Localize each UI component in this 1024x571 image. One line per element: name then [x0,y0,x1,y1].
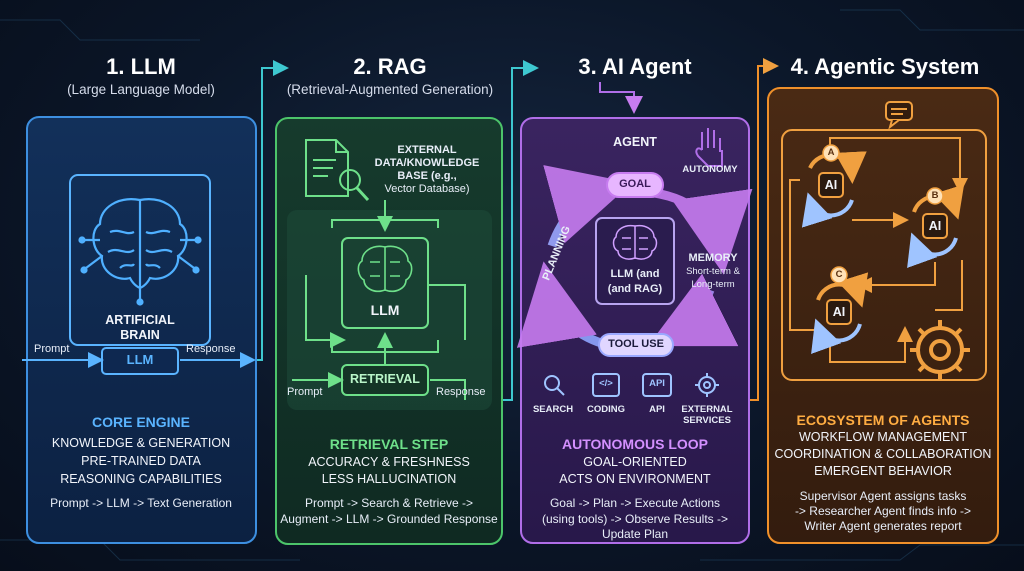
rag-response-arrow [430,379,466,400]
system-line-2: COORDINATION & COLLABORATION [774,447,992,461]
retrieval-label: RETRIEVAL [350,372,420,386]
goal-label: GOAL [619,178,651,190]
agent-a-letter: A [827,147,835,158]
kb-line-4: Vector Database) [384,183,470,195]
agent-title-arrow [599,82,643,114]
tool-label-coding: CODING [587,404,625,415]
system-inner-frame [781,129,987,381]
loop-arc-left [543,165,633,248]
agent-c-label: AI [832,305,846,319]
rag-llm-label: LLM [370,302,400,318]
system-heading: ECOSYSTEM OF AGENTS [796,412,970,428]
agent-core-line-1: LLM (and [610,268,660,280]
tool-label-search: SEARCH [532,404,574,415]
rag-line-1: ACCURACY & FRESHNESS [308,455,470,469]
rag-inner-area [287,210,492,410]
memory-sub-2: Long-term [691,279,735,290]
system-line-1: WORKFLOW MANAGEMENT [798,430,968,444]
tool-label-api: API [649,404,665,415]
rag-subtitle: (Retrieval-Augmented Generation) [286,82,494,97]
system-flow-3: Writer Agent generates report [804,519,962,533]
rag-brain-icon [357,245,413,293]
agent-flow-2: (using tools) -> Observe Results -> [541,512,729,526]
rag-prompt-label: Prompt [287,386,323,398]
llm-line-3: REASONING CAPABILITIES [60,472,222,486]
loop-arc-bottom [516,261,606,349]
llm-title: 1. LLM [106,54,176,79]
tool-label-external: EXTERNAL SERVICES [681,404,733,426]
brain-label-line-2: BRAIN [120,328,160,342]
agent-flow-1: Goal -> Plan -> Execute Actions [549,496,721,510]
llm-flow: Prompt -> LLM -> Text Generation [50,496,232,510]
system-title: 4. Agentic System [790,54,980,79]
panel-llm [26,116,257,544]
rag-heading: RETRIEVAL STEP [329,436,449,452]
llm-line-2: PRE-TRAINED DATA [81,454,201,468]
rag-line-2: LESS HALLUCINATION [321,472,457,486]
agent-b-badge [926,187,944,205]
rag-title: 2. RAG [353,54,427,79]
agent-label: AGENT [613,135,657,149]
agent-b-chip [922,213,948,239]
memory-label: MEMORY [688,252,738,264]
brain-label-line-1: ARTIFICIAL [105,313,175,327]
rag-response-label: Response [436,386,486,398]
system-flow-2: -> Researcher Agent finds info -> [794,504,972,518]
agent-flow-3: Update Plan [601,527,669,541]
kb-line-1: EXTERNAL [397,144,457,156]
tool-use-label: TOOL USE [608,338,664,350]
kb-line-2: DATA/KNOWLEDGE [374,157,480,169]
agent-c-letter: C [835,269,843,280]
rag-flow-2: Augment -> LLM -> Grounded Response [280,512,498,526]
tool-use-pill [598,333,674,357]
agent-core-box [595,217,675,305]
document-search-icon [305,139,370,202]
brain-icon [78,198,202,306]
memory-sub-1: Short-term & [686,266,740,277]
agent-b-letter: B [931,190,939,201]
agent-title: 3. AI Agent [578,54,692,79]
llm-prompt-label: Prompt [34,343,70,355]
agent-a-badge [822,144,840,162]
agent-a-label: AI [824,178,838,192]
rag-flow-1: Prompt -> Search & Retrieve -> [304,496,474,510]
agent-line-2: ACTS ON ENVIRONMENT [559,472,711,486]
llm-line-1: KNOWLEDGE & GENERATION [51,436,231,450]
api-glyph: API [649,378,665,389]
agent-heading: AUTONOMOUS LOOP [562,436,708,452]
agent-b-label: AI [928,219,942,233]
agent-brain-icon [612,224,658,260]
agent-c-chip [826,299,852,325]
llm-brain-frame [69,174,211,346]
system-gear-icon [910,320,970,380]
code-glyph: </> [599,378,613,389]
agent-c-badge [830,266,848,284]
kb-line-3: BASE (e.g., [397,170,457,182]
goal-pill [606,172,664,198]
llm-heading: CORE ENGINE [91,414,190,430]
system-flow-1: Supervisor Agent assigns tasks [799,489,967,503]
hand-icon [695,128,723,167]
agent-line-1: GOAL-ORIENTED [583,455,687,469]
chat-bubble-icon [885,101,913,130]
llm-subtitle: (Large Language Model) [67,82,215,97]
llm-response-label: Response [186,343,236,355]
tool-icons [544,373,719,397]
connector-arrow-2-3 [500,60,539,401]
llm-tag: LLM [126,352,154,367]
agent-a-chip [818,172,844,198]
agent-core-line-2: (and RAG) [607,283,663,295]
autonomy-label: AUTONOMY [682,164,738,175]
loop-arc-right [647,273,739,347]
system-line-3: EMERGENT BEHAVIOR [814,464,952,478]
connector-arrow-3-4 [749,58,779,401]
